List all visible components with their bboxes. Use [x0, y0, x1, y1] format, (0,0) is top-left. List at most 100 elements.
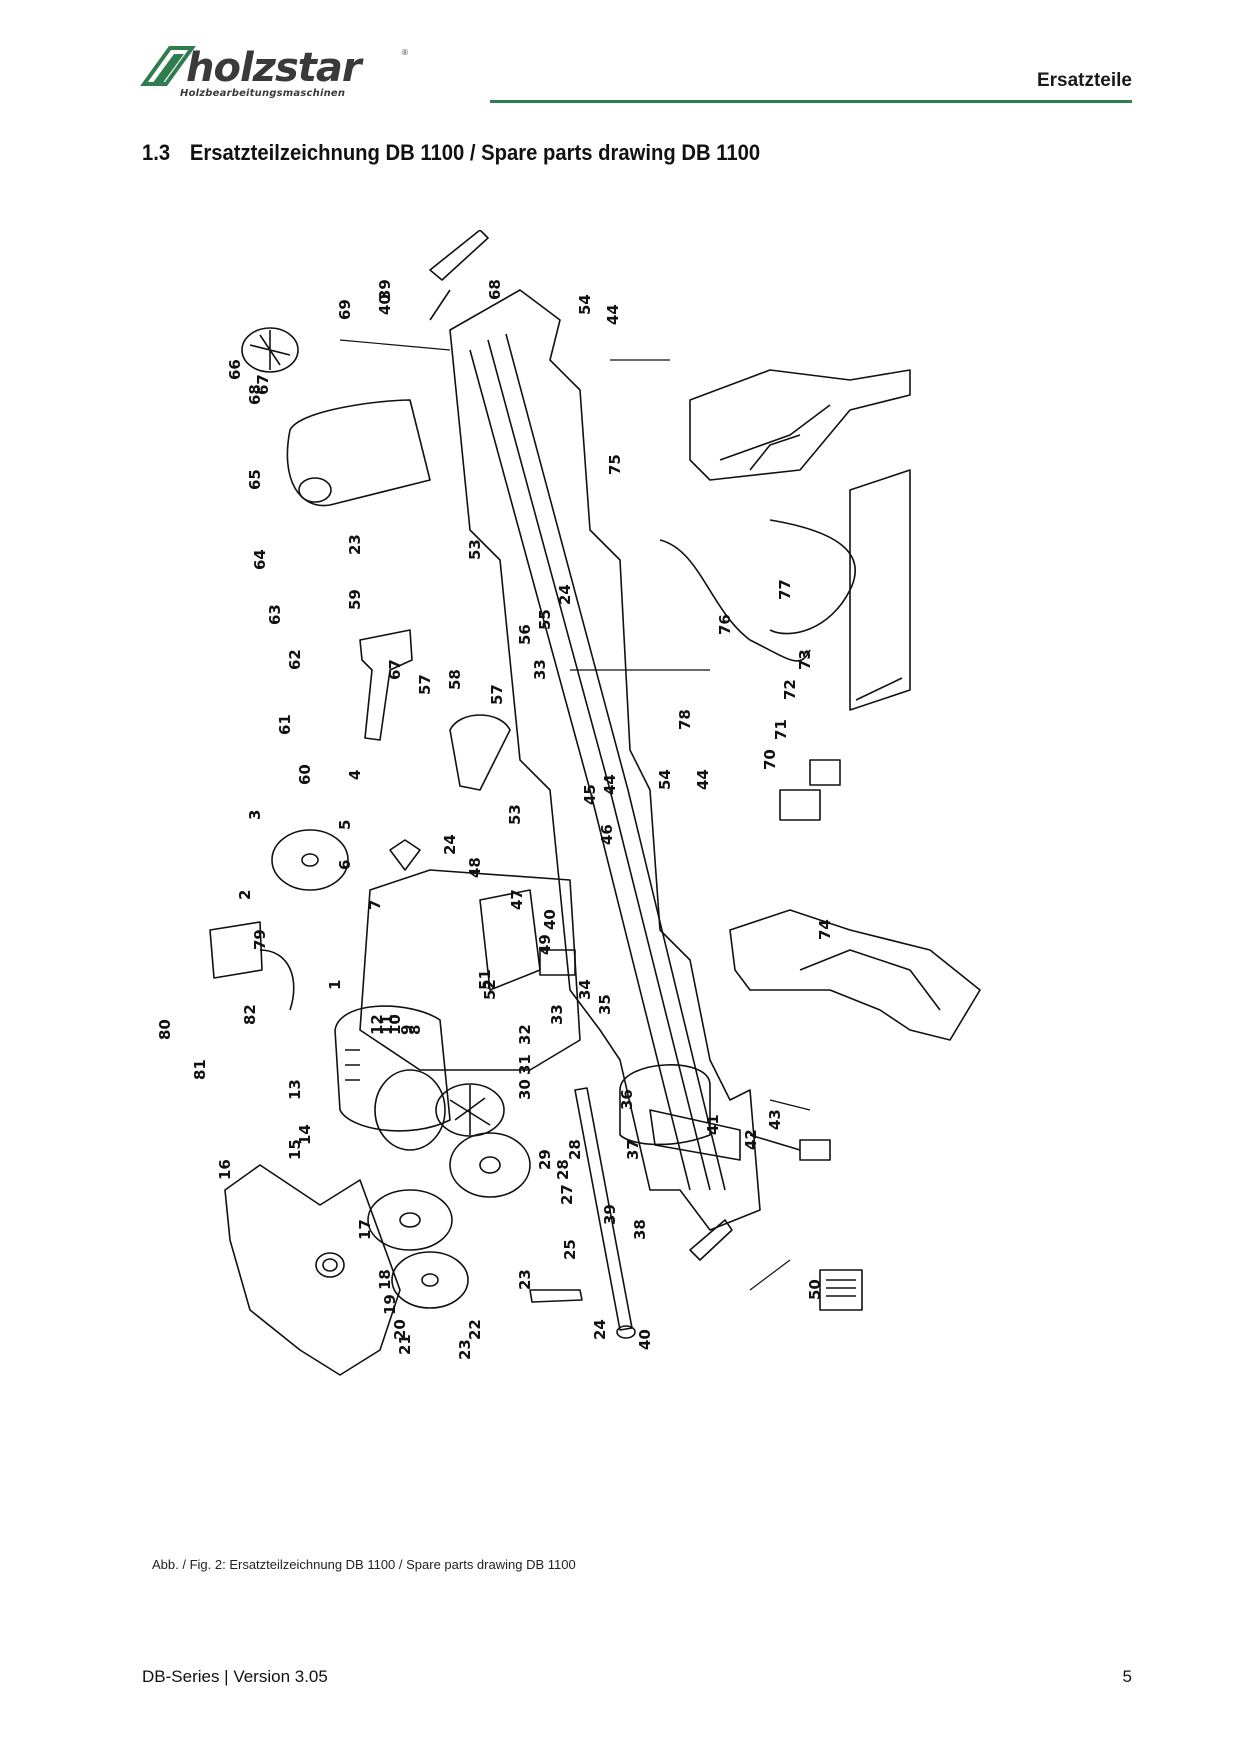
part-label-19: 19: [381, 1294, 399, 1315]
part-label-64: 64: [251, 549, 269, 570]
screws: [339, 339, 811, 1291]
part-label-79: 79: [251, 929, 269, 950]
belt-guard: [224, 1164, 401, 1376]
motor: [334, 1005, 451, 1151]
part-label-66: 66: [226, 359, 244, 380]
tool-rest: [359, 629, 511, 871]
part-label-40: 40: [541, 909, 559, 930]
part-label-5: 5: [336, 820, 354, 830]
exploded-parts-drawing: 1234567891011121314151617181920212223232…: [156, 230, 981, 1376]
part-label-51: 51: [476, 969, 494, 990]
figure-caption: Abb. / Fig. 2: Ersatzteilzeichnung DB 11…: [152, 1557, 576, 1572]
part-label-46: 46: [598, 824, 616, 845]
part-label-34: 34: [576, 979, 594, 1000]
part-label-76: 76: [716, 614, 734, 635]
part-label-67: 67: [254, 374, 272, 395]
part-label-9: 9: [398, 1025, 416, 1035]
part-label-23: 23: [516, 1269, 534, 1290]
part-label-58: 58: [446, 669, 464, 690]
part-label-50: 50: [806, 1279, 824, 1300]
part-label-42: 42: [742, 1129, 760, 1150]
part-label-36: 36: [618, 1089, 636, 1110]
part-label-28: 28: [554, 1159, 572, 1180]
part-label-20: 20: [391, 1319, 409, 1340]
leg-left: [729, 909, 981, 1041]
part-label-72: 72: [781, 679, 799, 700]
part-label-80: 80: [156, 1019, 174, 1040]
power-cord: [659, 519, 856, 662]
page-title: 1.3 Ersatzteilzeichnung DB 1100 / Spare p…: [142, 140, 760, 166]
part-label-16: 16: [216, 1159, 234, 1180]
part-label-24: 24: [441, 834, 459, 855]
part-label-24: 24: [556, 584, 574, 605]
part-label-61: 61: [276, 714, 294, 735]
part-label-49: 49: [536, 934, 554, 955]
part-label-35: 35: [596, 994, 614, 1015]
logo-mark-icon: [140, 46, 196, 86]
part-label-31: 31: [516, 1054, 534, 1075]
part-label-78: 78: [676, 709, 694, 730]
part-label-38: 38: [631, 1219, 649, 1240]
part-label-32: 32: [516, 1024, 534, 1045]
part-label-69: 69: [336, 299, 354, 320]
part-label-63: 63: [266, 604, 284, 625]
part-label-57: 57: [488, 684, 506, 705]
part-label-29: 29: [536, 1149, 554, 1170]
part-label-3: 3: [246, 810, 264, 820]
part-label-10: 10: [386, 1014, 404, 1035]
part-label-44: 44: [694, 769, 712, 790]
part-label-81: 81: [191, 1059, 209, 1080]
section-number: 1.3: [142, 140, 171, 165]
part-label-7: 7: [366, 900, 384, 910]
part-label-22: 22: [466, 1319, 484, 1340]
section-title-text: Ersatzteilzeichnung DB 1100 / Spare part…: [189, 140, 761, 165]
brand-logo: holzstar ® Holzbearbeitungsmaschinen: [140, 44, 420, 106]
part-label-23: 23: [456, 1339, 474, 1360]
part-label-1: 1: [326, 980, 344, 990]
part-label-44: 44: [604, 304, 622, 325]
brand-name: holzstar: [186, 45, 362, 91]
pulleys: [367, 1083, 531, 1309]
headstock: [359, 869, 581, 1071]
part-label-25: 25: [561, 1239, 579, 1260]
part-label-57: 57: [416, 674, 434, 695]
part-label-33: 33: [548, 1004, 566, 1025]
part-label-54: 54: [656, 769, 674, 790]
motor-cover: [286, 399, 431, 507]
part-label-60: 60: [296, 764, 314, 785]
header-divider: [490, 100, 1132, 103]
part-label-17: 17: [356, 1219, 374, 1240]
part-label-24: 24: [591, 1319, 609, 1340]
tailstock: [619, 1064, 831, 1161]
part-label-68: 68: [246, 384, 264, 405]
handwheel: [241, 327, 299, 373]
part-label-18: 18: [376, 1269, 394, 1290]
part-number-labels: 1234567891011121314151617181920212223232…: [156, 279, 834, 1360]
part-label-41: 41: [704, 1114, 722, 1135]
page-number: 5: [1122, 1667, 1132, 1686]
part-label-40: 40: [376, 294, 394, 315]
part-label-13: 13: [286, 1079, 304, 1100]
switch-box: [209, 921, 295, 1011]
part-label-75: 75: [606, 454, 624, 475]
part-label-33: 33: [531, 659, 549, 680]
lathe-bed: [449, 289, 761, 1231]
part-label-53: 53: [466, 539, 484, 560]
faceplate: [271, 829, 349, 891]
leg-right: [689, 369, 911, 481]
part-label-39: 39: [376, 279, 394, 300]
label-plate: [819, 1269, 863, 1311]
part-label-11: 11: [378, 1014, 396, 1035]
part-label-44: 44: [601, 774, 619, 795]
part-label-82: 82: [241, 1004, 259, 1025]
part-label-40: 40: [636, 1329, 654, 1350]
part-label-67: 67: [386, 659, 404, 680]
part-label-73: 73: [796, 649, 814, 670]
part-label-70: 70: [761, 749, 779, 770]
part-label-59: 59: [346, 589, 364, 610]
part-label-43: 43: [766, 1109, 784, 1130]
footer-version: DB-Series | Version 3.05: [142, 1667, 328, 1686]
part-label-21: 21: [396, 1334, 414, 1355]
part-label-30: 30: [516, 1079, 534, 1100]
part-label-74: 74: [816, 919, 834, 940]
